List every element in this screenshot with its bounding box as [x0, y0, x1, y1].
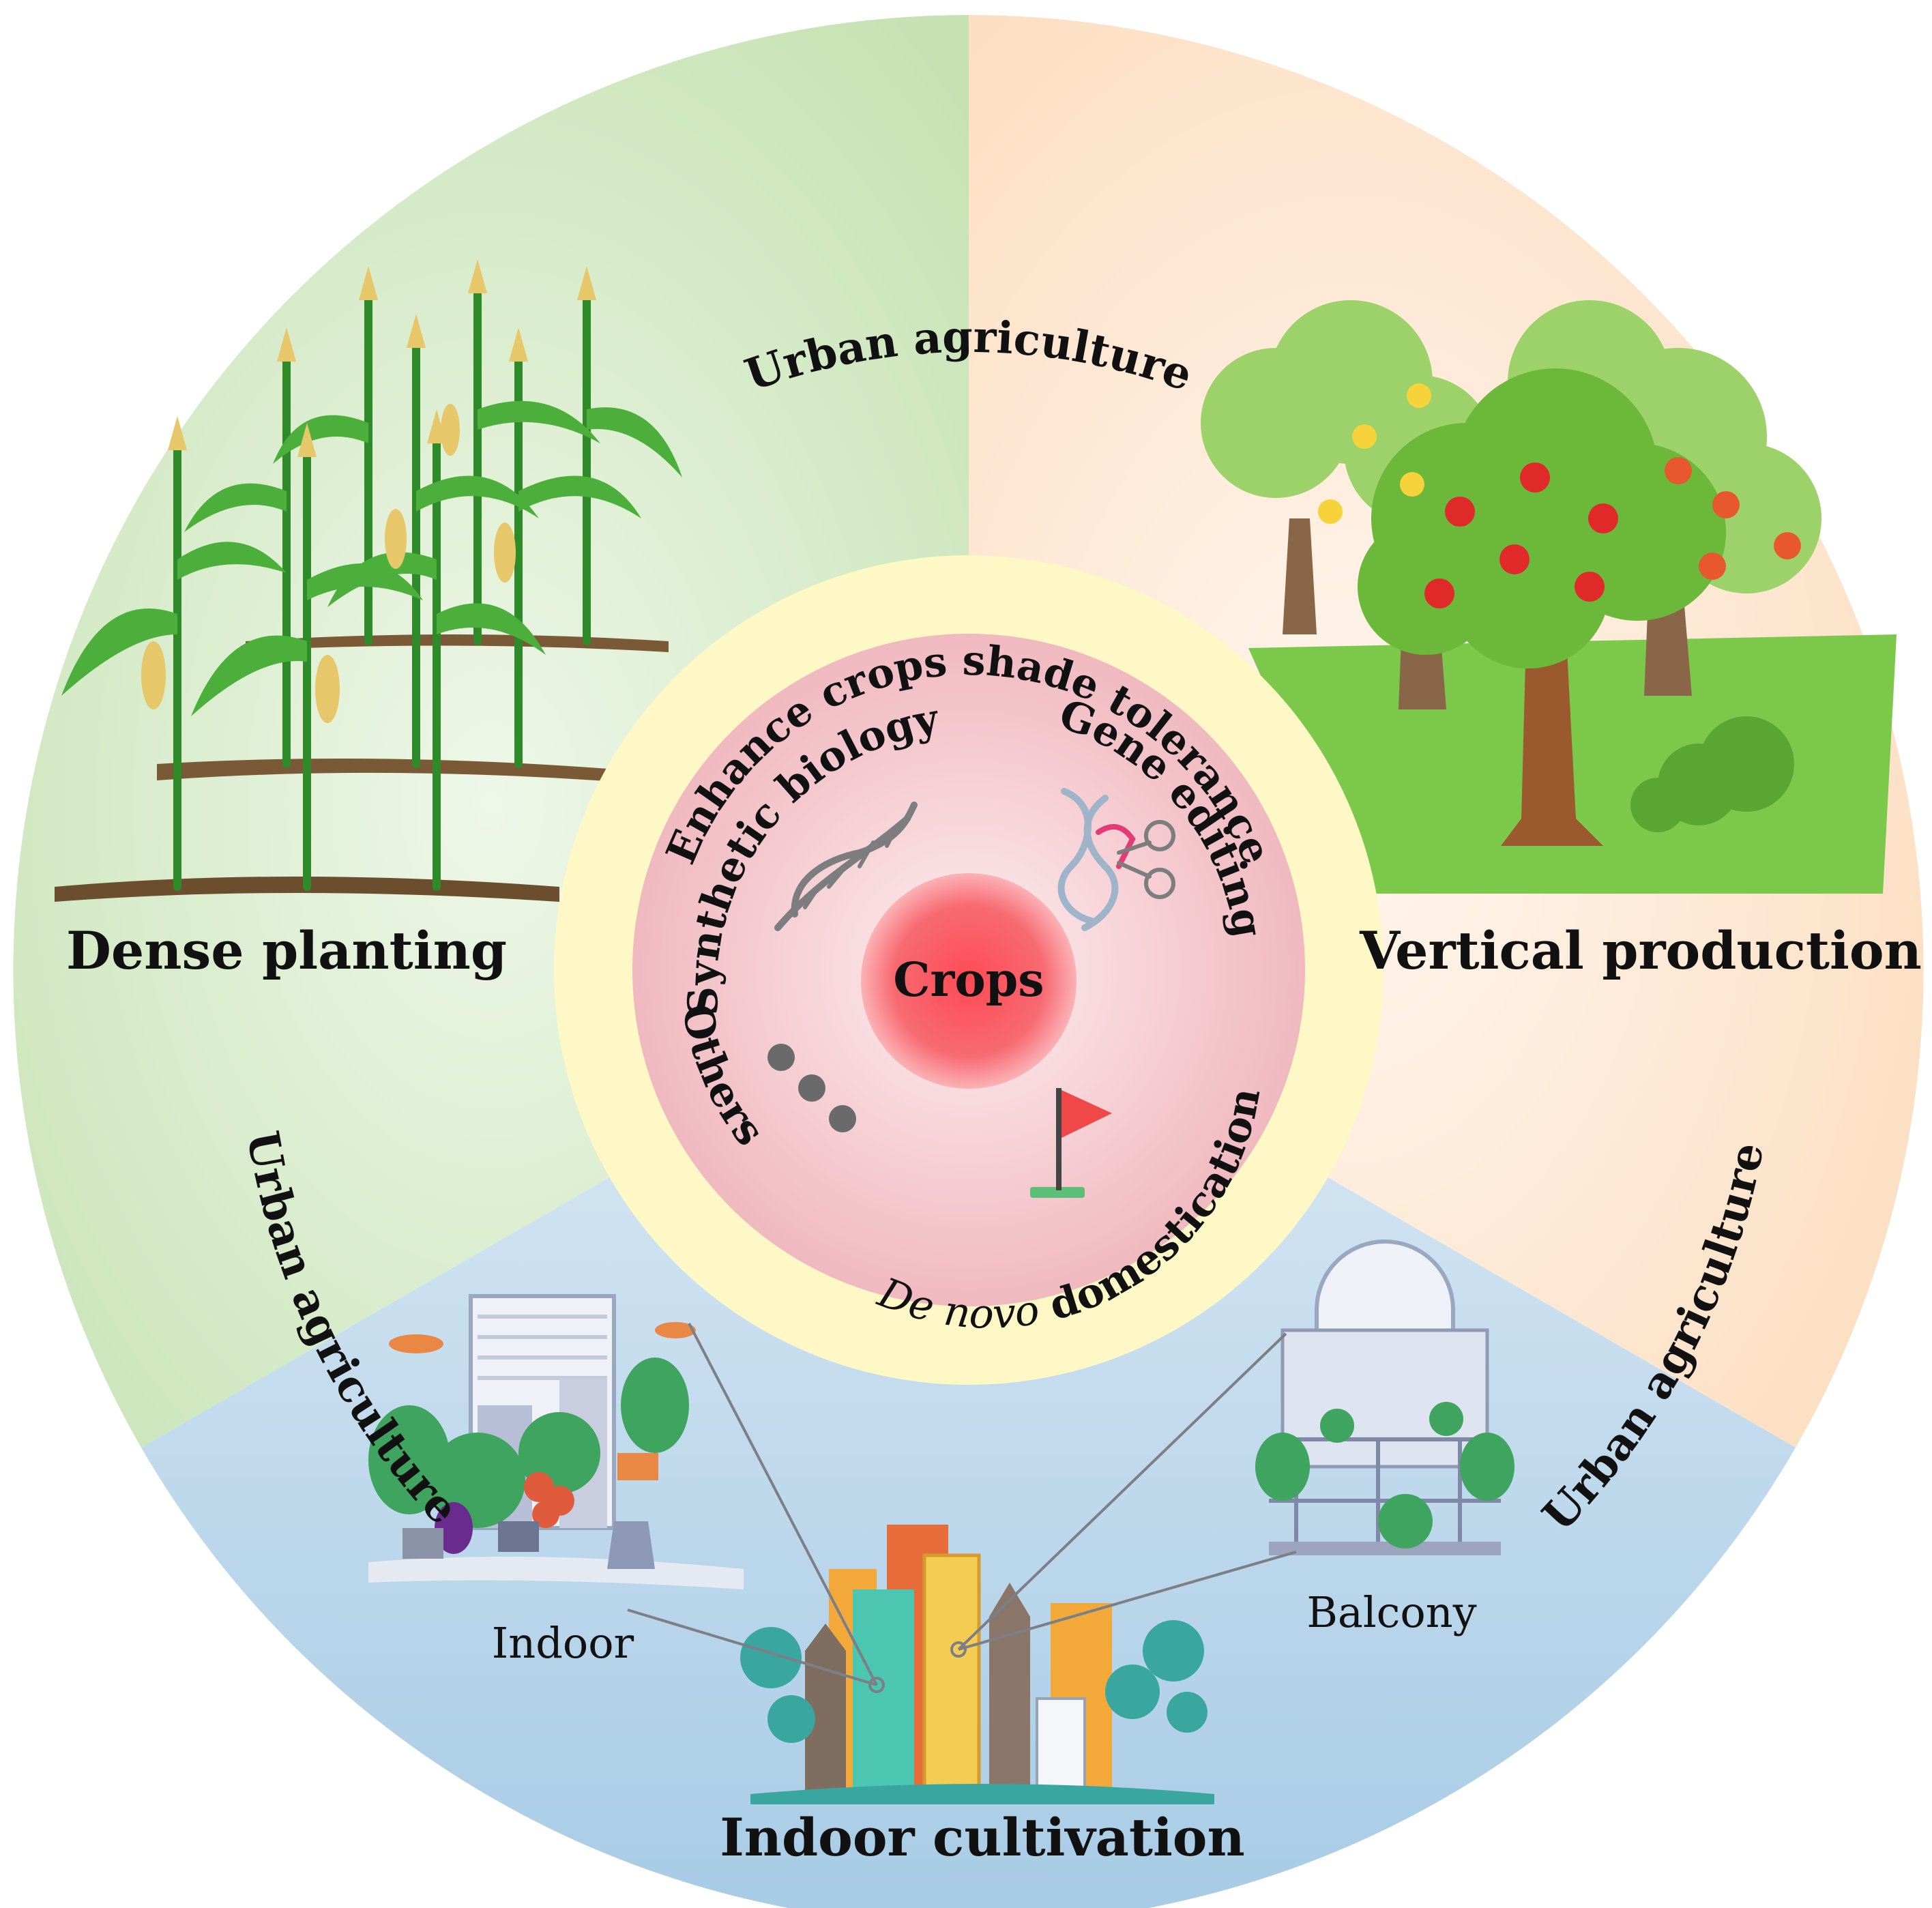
crops-label: Crops — [893, 953, 1044, 1008]
fruit-trees-icon — [1201, 300, 1897, 894]
indoor-cultivation-label: Indoor cultivation — [720, 1807, 1245, 1868]
crops-core — [861, 873, 1077, 1089]
balcony-icon — [1255, 1239, 1514, 1555]
city-buildings-icon — [627, 1323, 1297, 1804]
vertical-production-label: Vertical production — [1359, 920, 1922, 981]
balcony-label: Balcony — [1306, 1587, 1476, 1637]
flag-icon — [1030, 1088, 1112, 1198]
dna-icon — [774, 802, 918, 931]
gene-scissors-icon — [1057, 788, 1175, 931]
indoor-label: Indoor — [492, 1618, 634, 1668]
dense-planting-label: Dense planting — [66, 920, 507, 981]
indoor-cultivation-sector — [141, 970, 1796, 1908]
indoor-plants-icon — [368, 1294, 744, 1589]
corn-field-icon — [55, 259, 682, 902]
dots-icon — [767, 1044, 856, 1132]
